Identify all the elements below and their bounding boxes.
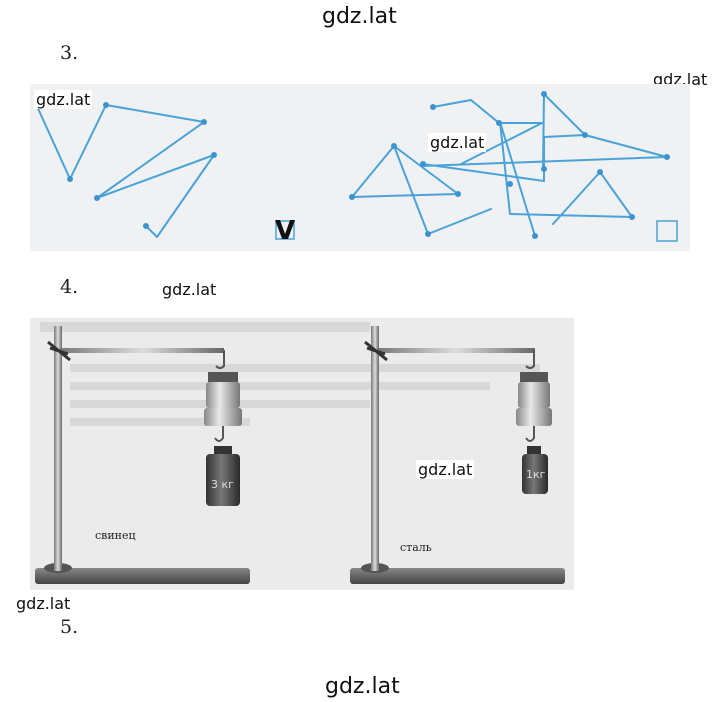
left-material-label: свинец <box>95 529 136 542</box>
watermark-ex4-header: gdz.lat <box>160 280 219 299</box>
right-poly-a <box>432 99 543 165</box>
right-line-f <box>499 121 536 237</box>
right-weight-label: 1кг <box>526 468 546 481</box>
exercise-3-drawing <box>35 91 678 242</box>
exercise-4-number: 4. <box>60 276 79 298</box>
right-material-label: сталь <box>400 541 432 554</box>
exercise-4-drawing <box>35 322 565 584</box>
left-weight-label: 3 кг <box>211 478 234 491</box>
watermark-ex4-center: gdz.lat <box>416 460 475 479</box>
right-poly-e <box>543 93 586 136</box>
exercise-4-figure <box>30 318 574 590</box>
answer-box-left <box>275 220 295 240</box>
watermark-top: gdz.lat <box>320 4 399 29</box>
exercise-3-figure <box>30 84 690 251</box>
left-stand <box>35 326 250 584</box>
watermark-ex3-center: gdz.lat <box>428 133 487 152</box>
answer-box-right <box>656 220 678 242</box>
right-stand <box>350 326 565 584</box>
right-triangle-edge <box>393 145 459 195</box>
watermark-bottom: gdz.lat <box>323 674 402 699</box>
exercise-3-number: 3. <box>60 42 79 64</box>
right-poly-b <box>421 134 668 182</box>
right-poly-c <box>499 121 633 225</box>
watermark-bottom-left: gdz.lat <box>14 594 73 613</box>
exercise-5-number: 5. <box>60 616 79 638</box>
left-broken-line <box>35 103 215 238</box>
right-poly-d <box>542 93 545 170</box>
right-triangle-left <box>351 145 492 235</box>
watermark-ex3-left: gdz.lat <box>34 90 93 109</box>
check-mark: V <box>275 216 296 246</box>
right-triangle-base <box>351 193 459 198</box>
